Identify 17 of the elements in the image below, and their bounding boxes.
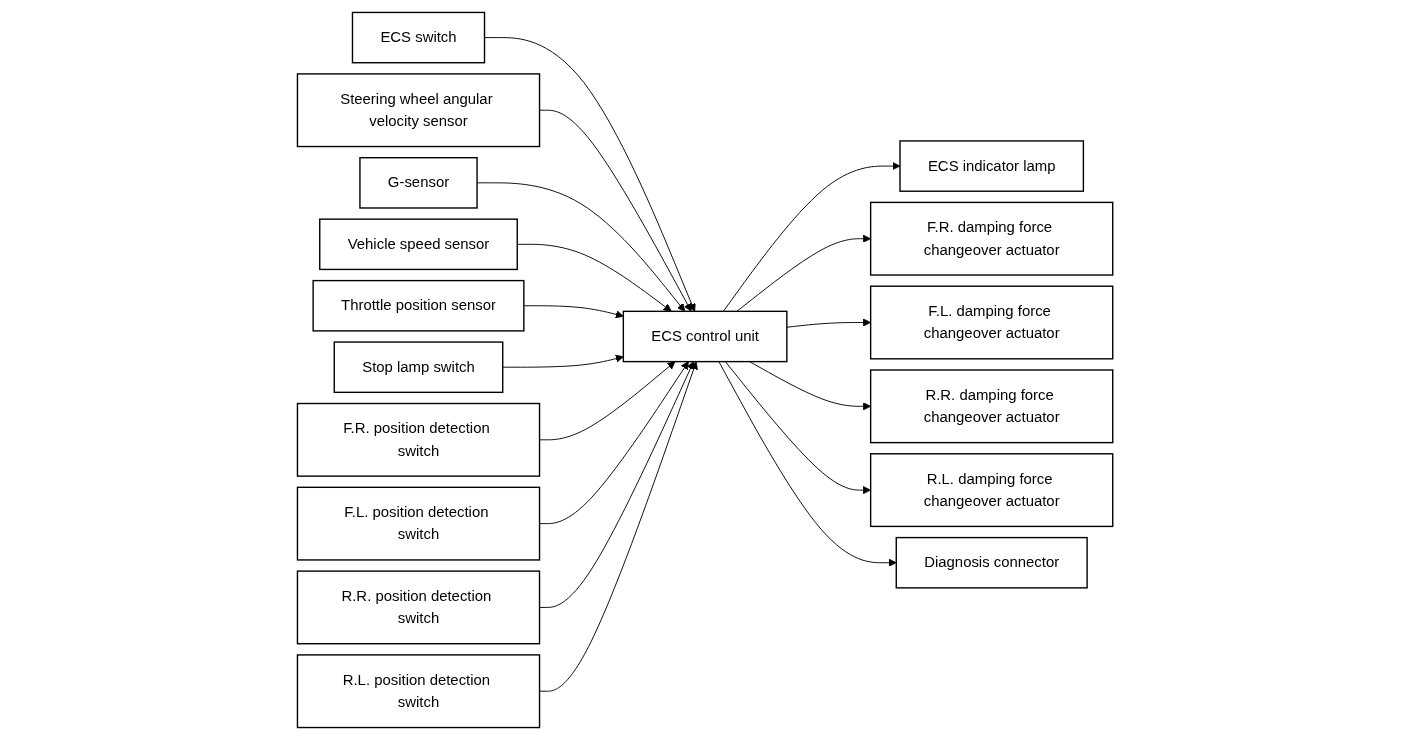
- node-box: ECS switch: [351, 11, 486, 64]
- node-box: Throttle position sensor: [312, 279, 525, 332]
- node-box: Steering wheel angular velocity sensor: [296, 73, 541, 148]
- node-box: ECS control unit: [622, 310, 788, 363]
- node-box: F.L. damping force changeover actuator: [869, 285, 1114, 360]
- node-box: F.L. position detection switch: [296, 486, 541, 561]
- node-box: R.R. damping force changeover actuator: [869, 369, 1114, 444]
- node-box: ECS indicator lamp: [899, 140, 1084, 192]
- node-box: R.L. position detection switch: [296, 654, 541, 729]
- node-box: G-sensor: [359, 157, 478, 209]
- node-box: R.L. damping force changeover actuator: [869, 453, 1114, 528]
- node-box: Diagnosis connector: [895, 536, 1088, 589]
- node-box: F.R. position detection switch: [296, 402, 541, 477]
- node-box: F.R. damping force changeover actuator: [869, 201, 1114, 276]
- node-box: Vehicle speed sensor: [318, 218, 518, 271]
- node-box: Stop lamp switch: [333, 341, 504, 394]
- node-box: R.R. position detection switch: [296, 570, 541, 645]
